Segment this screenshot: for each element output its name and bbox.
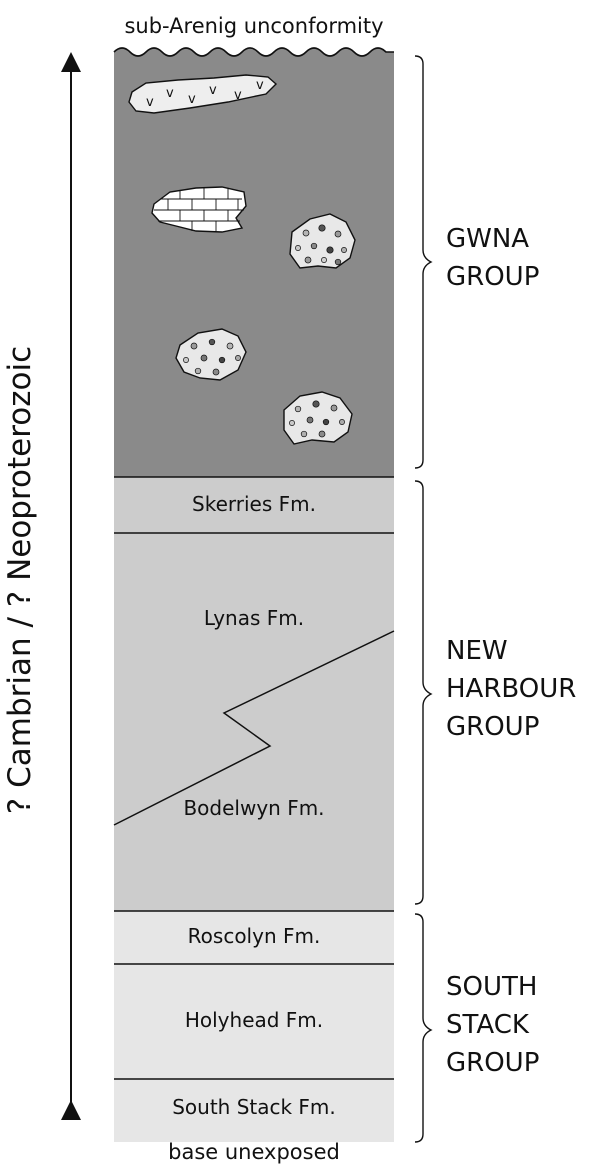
limestone-clast bbox=[151, 186, 247, 233]
formation-label-lynas: Lynas Fm. bbox=[203, 606, 305, 630]
group-label-south-stack: SOUTH STACK GROUP bbox=[446, 968, 539, 1082]
holyhead-fm-block bbox=[114, 964, 394, 1079]
group-label-line: GROUP bbox=[446, 1048, 540, 1078]
conglomerate-clast bbox=[289, 213, 356, 269]
group-label-new-harbour: NEW HARBOUR GROUP bbox=[446, 632, 576, 746]
lynas-bodelwyn-fm-block bbox=[114, 533, 394, 911]
svg-text:v: v bbox=[166, 86, 174, 101]
group-label-line: SOUTH bbox=[446, 972, 538, 1002]
group-label-line: GROUP bbox=[446, 262, 540, 292]
roscolyn-fm-block bbox=[114, 911, 394, 964]
conglomerate-clast bbox=[175, 328, 247, 381]
group-label-line: STACK bbox=[446, 1010, 529, 1040]
age-range-label: ? Cambrian / ? Neoproterozoic bbox=[2, 345, 38, 815]
skerries-fm-block bbox=[114, 477, 394, 533]
svg-text:v: v bbox=[146, 95, 154, 110]
group-label-gwna: GWNA GROUP bbox=[446, 220, 539, 296]
gwna-group-brace bbox=[414, 55, 433, 469]
formation-label-bodelwyn: Bodelwyn Fm. bbox=[183, 796, 325, 820]
svg-text:v: v bbox=[188, 92, 196, 107]
conglomerate-clast bbox=[283, 391, 353, 445]
svg-text:v: v bbox=[256, 78, 264, 93]
formation-label-roscolyn: Roscolyn Fm. bbox=[187, 924, 321, 948]
formation-label-holyhead: Holyhead Fm. bbox=[184, 1008, 324, 1032]
svg-text:v: v bbox=[209, 83, 217, 98]
formation-label-skerries: Skerries Fm. bbox=[192, 492, 316, 516]
sub-arenig-unconformity-line bbox=[113, 47, 394, 57]
formation-label-south-stack: South Stack Fm. bbox=[172, 1095, 336, 1119]
bottom-boundary-label: base unexposed bbox=[168, 1140, 340, 1164]
south-stack-fm-block bbox=[114, 1079, 394, 1142]
top-boundary-label: sub-Arenig unconformity bbox=[124, 14, 384, 38]
group-label-line: GROUP bbox=[446, 712, 540, 742]
group-label-line: HARBOUR bbox=[446, 674, 577, 704]
group-label-line: NEW bbox=[446, 636, 508, 666]
volcanic-clast: v v v v v v bbox=[128, 74, 278, 114]
svg-text:v: v bbox=[234, 88, 242, 103]
lynas-bodelwyn-interfingering-contact bbox=[113, 630, 395, 826]
south-stack-group-brace bbox=[414, 913, 433, 1143]
new-harbour-group-brace bbox=[414, 480, 433, 905]
group-label-line: GWNA bbox=[446, 224, 530, 254]
